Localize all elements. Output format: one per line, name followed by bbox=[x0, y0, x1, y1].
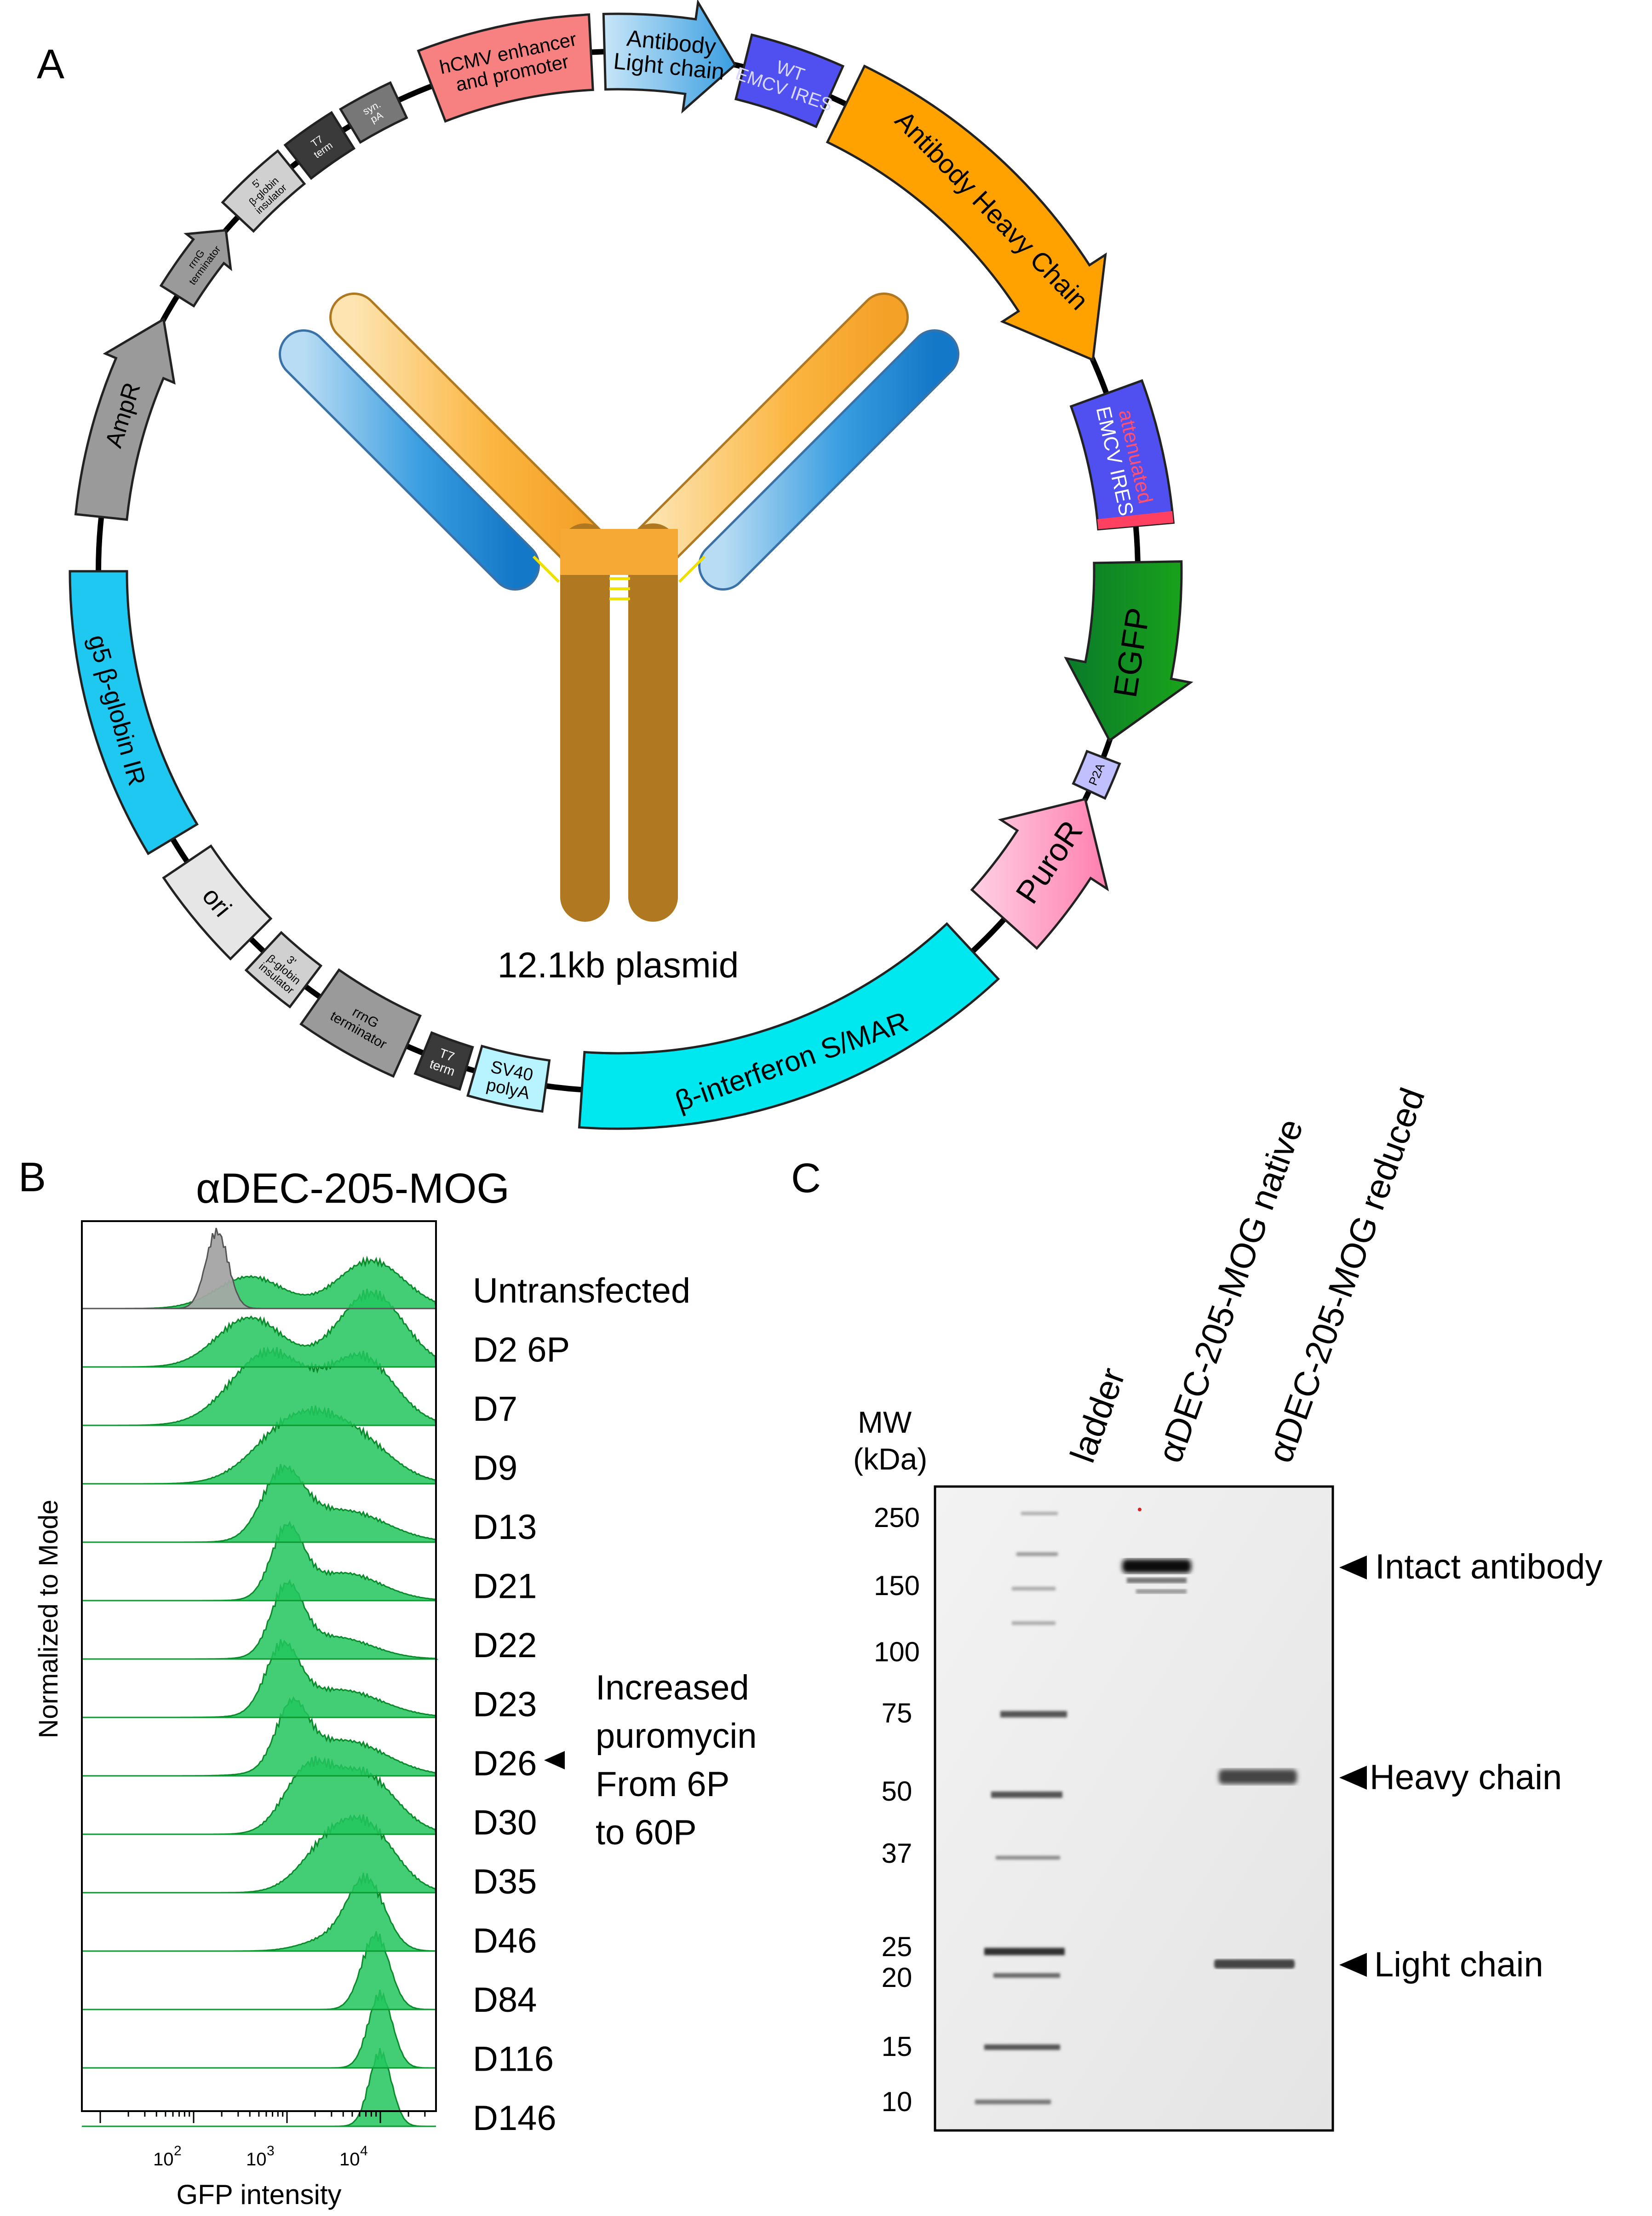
x-tick-label: 10 bbox=[339, 2149, 360, 2170]
histogram-row bbox=[82, 1579, 439, 1660]
plasmid-segment-ins5: 5'β-globininsulator bbox=[221, 149, 306, 233]
x-tick-label: 10 bbox=[246, 2149, 267, 2170]
mw-unit-label: (kDa) bbox=[853, 1442, 927, 1476]
d26-marker-arrow bbox=[544, 1751, 565, 1769]
band-annotations: Intact antibody Heavy chain Light chain bbox=[1339, 1547, 1602, 1984]
plasmid-segment-t7b: T7term bbox=[413, 1031, 474, 1091]
histogram-title: αDEC-205-MOG bbox=[196, 1165, 510, 1212]
plasmid-segment-ori: ori bbox=[162, 844, 273, 961]
row-label: D30 bbox=[473, 1803, 537, 1843]
mw-markers: 250 150 100 75 50 37 25 20 15 10 bbox=[874, 1502, 920, 2117]
mw-tick: 150 bbox=[874, 1570, 920, 1601]
plasmid-segment-sv40: SV40polyA bbox=[466, 1045, 551, 1113]
plasmid-segment-puror: PuroR bbox=[970, 798, 1109, 950]
band-arrow bbox=[1339, 1766, 1367, 1790]
mw-tick: 25 bbox=[882, 1931, 912, 1962]
histogram-row-overlay bbox=[82, 1228, 437, 1309]
plasmid-segment-g5: g5 β-globin IR bbox=[69, 570, 199, 855]
annotation-line: From 6P bbox=[596, 1765, 729, 1804]
plasmid-segment-egfp: EGFP bbox=[1064, 560, 1193, 742]
row-label: D35 bbox=[473, 1862, 537, 1901]
mw-tick: 20 bbox=[882, 1962, 912, 1993]
row-label: D7 bbox=[473, 1389, 517, 1429]
mw-tick: 10 bbox=[882, 2086, 912, 2117]
segment-label: SV40polyA bbox=[485, 1057, 536, 1103]
band-arrow bbox=[1339, 1556, 1367, 1579]
row-label: Untransfected bbox=[473, 1271, 690, 1310]
plasmid-segment-synpa: syn.pA bbox=[338, 81, 408, 144]
band-label-intact: Intact antibody bbox=[1375, 1547, 1602, 1586]
row-label: D84 bbox=[473, 1981, 537, 2020]
row-labels: Untransfected D2 6P D7D9D13D21D22D23D26D30… bbox=[473, 1271, 690, 2138]
lane-label-ladder: ladder bbox=[1063, 1363, 1133, 1468]
annotation-line: Increased bbox=[596, 1668, 749, 1707]
histogram-row bbox=[82, 1639, 437, 1718]
annotation-line: puromycin bbox=[596, 1717, 757, 1756]
plasmid-segment-ampr: AmpR bbox=[74, 317, 176, 521]
row-label: D116 bbox=[473, 2040, 554, 2079]
x-tick-exponent: 4 bbox=[360, 2143, 368, 2159]
histogram-stack bbox=[82, 1228, 439, 2127]
mw-tick: 75 bbox=[882, 1698, 912, 1728]
x-tick-exponent: 3 bbox=[267, 2143, 275, 2159]
mw-tick: 100 bbox=[874, 1636, 920, 1667]
histogram-row bbox=[82, 1872, 436, 1952]
native-lane bbox=[1122, 1508, 1191, 1594]
histogram-row bbox=[82, 1521, 437, 1602]
annotation-line: to 60P bbox=[596, 1813, 697, 1852]
plasmid-size-label: 12.1kb plasmid bbox=[498, 945, 739, 985]
plasmid-segment-attires: attenuatedEMCV IRES bbox=[1069, 379, 1175, 531]
x-tick-label: 10 bbox=[153, 2149, 174, 2170]
ladder-lane bbox=[975, 1512, 1067, 2104]
histogram-row bbox=[82, 1696, 437, 1777]
row-label: D21 bbox=[473, 1567, 537, 1606]
plasmid-segment-lc: AntibodyLight chain bbox=[602, 0, 737, 114]
band-arrow bbox=[1339, 1953, 1367, 1977]
plasmid-segment-p2a: P2A bbox=[1072, 750, 1121, 800]
plasmid-segment-rrng2: rrnGterminator bbox=[299, 968, 422, 1078]
panel-a-letter: A bbox=[37, 41, 64, 87]
mw-label: MW bbox=[858, 1405, 912, 1439]
band-label-light: Light chain bbox=[1374, 1945, 1543, 1984]
reduced-lane bbox=[1214, 1769, 1297, 1969]
row-label: D26 bbox=[473, 1744, 537, 1783]
segment-label: AntibodyLight chain bbox=[612, 24, 728, 85]
histogram-row bbox=[82, 1464, 437, 1543]
histogram-xlabel: GFP intensity bbox=[176, 2179, 341, 2210]
panel-b-letter: B bbox=[18, 1154, 46, 1200]
plasmid-segment-t7a: T7term bbox=[283, 111, 356, 180]
antibody-illustration bbox=[279, 293, 959, 922]
row-label: D9 bbox=[473, 1449, 517, 1488]
row-label: D2 6P bbox=[473, 1331, 570, 1370]
plasmid-segment-wtires: WTEMCV IRES bbox=[733, 33, 845, 128]
plasmid-segment-rrng1: rrnGterminator bbox=[159, 229, 232, 308]
panel-c-letter: C bbox=[791, 1155, 821, 1201]
mw-tick: 50 bbox=[882, 1776, 912, 1807]
row-label: D146 bbox=[473, 2099, 556, 2138]
western-blot bbox=[934, 1485, 1334, 2132]
row-label: D13 bbox=[473, 1508, 537, 1547]
mw-tick: 15 bbox=[882, 2031, 912, 2062]
mw-tick: 250 bbox=[874, 1502, 920, 1533]
x-tick-exponent: 2 bbox=[174, 2143, 182, 2159]
row-label: D46 bbox=[473, 1922, 537, 1961]
histogram-x-ticks bbox=[99, 2111, 426, 2123]
row-label: D23 bbox=[473, 1685, 537, 1724]
histogram-ylabel: Normalized to Mode bbox=[34, 1500, 63, 1739]
row-label: D22 bbox=[473, 1626, 537, 1665]
segment-label: Antibody Heavy Chain bbox=[889, 105, 1094, 316]
plasmid-segment-cmv: hCMV enhancerand promoter bbox=[417, 13, 594, 123]
mw-tick: 37 bbox=[882, 1838, 912, 1869]
x-tick-labels: 10 2 10 3 10 4 bbox=[153, 2143, 368, 2170]
band-label-heavy: Heavy chain bbox=[1370, 1758, 1562, 1797]
puromycin-annotation: Increased puromycin From 6P to 60P bbox=[596, 1668, 757, 1852]
